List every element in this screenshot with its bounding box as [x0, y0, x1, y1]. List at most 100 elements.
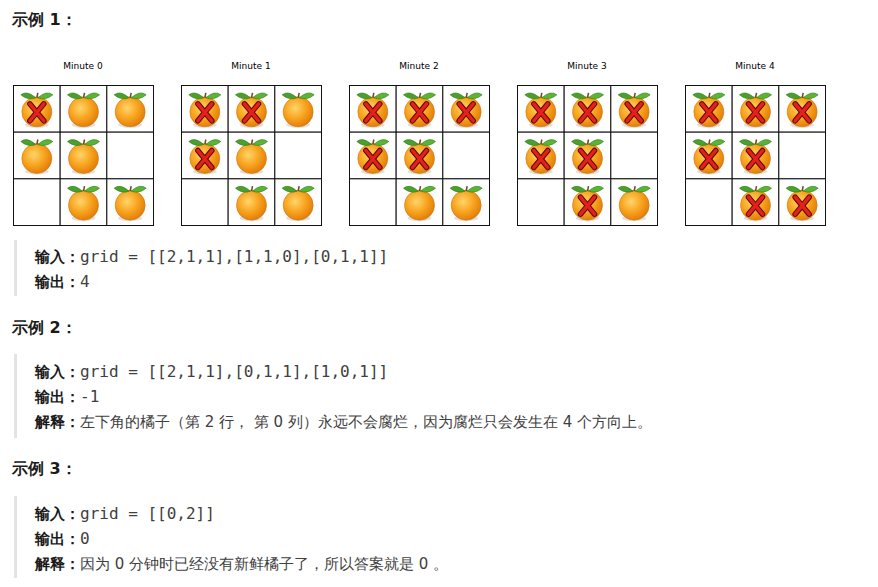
field-name: 输出：: [35, 386, 80, 408]
grid-cell: [14, 179, 61, 226]
grid-cell: [686, 86, 733, 133]
grid-cell: [564, 86, 611, 133]
grid-state: Minute 3: [517, 58, 657, 227]
orange: [282, 186, 314, 221]
orange: [740, 140, 772, 175]
field-name: 输入：: [35, 246, 80, 268]
grid-cell: [107, 86, 154, 133]
code-value: grid = [[2,1,1],[1,1,0],[0,1,1]]: [80, 246, 388, 268]
example-heading: 示例 1：: [12, 9, 77, 31]
grid-cell: [732, 86, 779, 133]
orange: [525, 140, 557, 175]
field-name: 解释：: [35, 553, 80, 575]
orange: [618, 186, 650, 221]
orange: [404, 186, 436, 221]
orange-grid: [13, 85, 155, 227]
rotten-mark: [749, 104, 763, 121]
grid-state: Minute 4: [685, 58, 825, 227]
grid-cell: [518, 132, 565, 179]
grid-cell: [228, 86, 275, 133]
rotten-mark: [627, 104, 641, 121]
grid-cell: [275, 132, 322, 179]
grid-cell: [350, 179, 397, 226]
code-value: -1: [80, 386, 99, 408]
rotten-mark: [245, 104, 259, 121]
orange: [740, 186, 772, 221]
orange: [236, 93, 268, 128]
grid-state: Minute 1: [181, 58, 321, 227]
code-value: grid = [[2,1,1],[0,1,1],[1,0,1]]: [80, 361, 388, 383]
example-heading: 示例 2：: [12, 317, 77, 339]
orange: [68, 186, 100, 221]
orange: [21, 140, 53, 175]
rotten-mark: [749, 197, 763, 214]
text-row: 解释：因为 0 分钟时已经没有新鲜橘子了，所以答案就是 0 。: [35, 553, 448, 575]
orange: [114, 93, 146, 128]
rotten-mark: [749, 151, 763, 168]
rotten-mark: [198, 104, 212, 121]
field-name: 输出：: [35, 528, 80, 550]
grid-cell: [228, 179, 275, 226]
grid-cell: [228, 132, 275, 179]
grid-cell: [14, 132, 61, 179]
grid-cell: [518, 86, 565, 133]
field-name: 输入：: [35, 503, 80, 525]
orange: [21, 93, 53, 128]
grid-cell: [611, 132, 658, 179]
rotten-mark: [795, 104, 809, 121]
code-value: 0: [80, 528, 90, 550]
field-name: 输出：: [35, 271, 80, 293]
grid-cell: [686, 132, 733, 179]
text-row: 输入：grid = [[0,2]]: [35, 503, 215, 525]
explanation-text: 左下角的橘子（第 2 行， 第 0 列）永远不会腐烂，因为腐烂只会发生在 4 个…: [80, 411, 652, 433]
grid-cell: [396, 132, 443, 179]
code-value: 4: [80, 271, 90, 293]
rotten-mark: [702, 151, 716, 168]
grid-state: Minute 2: [349, 58, 489, 227]
grid-cell: [182, 132, 229, 179]
grid-cell: [611, 86, 658, 133]
orange: [450, 93, 482, 128]
field-name: 输入：: [35, 361, 80, 383]
grid-cell: [275, 86, 322, 133]
orange-grid: [349, 85, 491, 227]
grid-cell: [779, 132, 826, 179]
text-row: 输出：4: [35, 271, 90, 293]
text-row: 输出：0: [35, 528, 90, 550]
grid-cell: [182, 86, 229, 133]
rotten-mark: [366, 151, 380, 168]
orange: [525, 93, 557, 128]
grid-cell: [396, 86, 443, 133]
explanation-text: 因为 0 分钟时已经没有新鲜橘子了，所以答案就是 0 。: [80, 553, 448, 575]
text-row: 示例 3：: [12, 458, 77, 480]
grid-cell: [779, 86, 826, 133]
orange: [786, 93, 818, 128]
orange: [618, 93, 650, 128]
orange: [693, 140, 725, 175]
orange: [189, 140, 221, 175]
orange: [68, 140, 100, 175]
grid-cell: [60, 132, 107, 179]
orange: [450, 186, 482, 221]
orange: [740, 93, 772, 128]
orange: [786, 186, 818, 221]
orange: [693, 93, 725, 128]
grid-cell: [686, 179, 733, 226]
rotten-mark: [534, 151, 548, 168]
grid-cell: [443, 86, 490, 133]
grid-cell: [107, 132, 154, 179]
quote-bar: [14, 240, 17, 296]
grid-cell: [732, 132, 779, 179]
minute-label: Minute 1: [181, 58, 321, 74]
grid-cell: [107, 179, 154, 226]
quote-bar: [14, 496, 17, 578]
orange: [572, 140, 604, 175]
grid-cell: [518, 179, 565, 226]
orange: [68, 93, 100, 128]
rotten-mark: [30, 104, 44, 121]
rotten-mark: [198, 151, 212, 168]
text-row: 输出：-1: [35, 386, 99, 408]
orange: [357, 93, 389, 128]
grid-cell: [14, 86, 61, 133]
rotten-mark: [534, 104, 548, 121]
